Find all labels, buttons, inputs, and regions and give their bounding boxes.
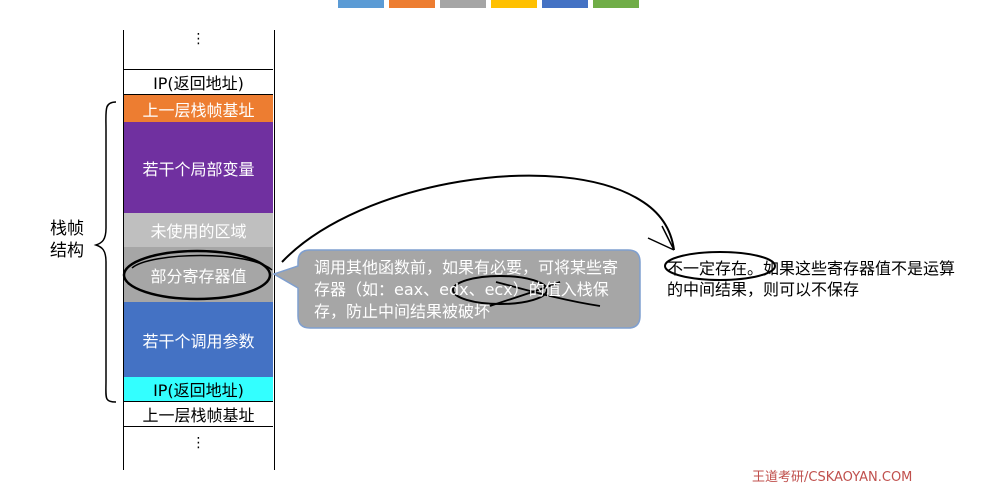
color-strip-segment-1 <box>338 0 384 8</box>
color-strip-segment-4 <box>491 0 537 8</box>
stack-cell-local-variables: 若干个局部变量 <box>124 122 273 213</box>
color-strip-segment-6 <box>593 0 639 8</box>
stack-cell-call-arguments: 若干个调用参数 <box>124 302 273 377</box>
watermark: 王道考研/CSKAOYAN.COM <box>752 470 913 485</box>
hand-circle-registers <box>122 249 272 301</box>
color-strip-segment-5 <box>542 0 588 8</box>
hand-circle-eax <box>452 275 548 305</box>
hand-circle-note <box>664 251 776 281</box>
color-strip-segment-3 <box>440 0 486 8</box>
note-text: 不一定存在。如果这些寄存器值不是运算的中间结果，则可以不保存 <box>667 258 967 300</box>
stack-cell-return-address: IP(返回地址) <box>124 377 273 401</box>
curly-brace <box>93 101 117 403</box>
hand-arrow-arc <box>281 174 675 263</box>
hand-circle-registers-stroke <box>131 254 273 271</box>
slide-color-strip <box>338 0 644 9</box>
hand-scribble-cross-2 <box>489 281 561 307</box>
annotation-layer <box>93 101 776 403</box>
color-strip-segment-2 <box>389 0 435 8</box>
stack-cell-prev-frame-base-bottom: 上一层栈帧基址 <box>124 401 273 427</box>
callout-text: 调用其他函数前，如果有必要，可将某些寄存器（如：eax、edx、ecx）的值入栈… <box>314 257 632 323</box>
stack-frame-label: 栈帧 结构 <box>50 218 92 262</box>
stack-cell-prev-frame-base: 上一层栈帧基址 <box>124 95 273 122</box>
hand-scribble-cross <box>495 281 601 307</box>
note-text-content: 不一定存在。如果这些寄存器值不是运算的中间结果，则可以不保存 <box>667 259 956 299</box>
callout-bubble <box>272 249 641 329</box>
stack-cell-unused-area: 未使用的区域 <box>124 213 273 247</box>
stack-cell-return-address-top: IP(返回地址) <box>124 69 273 95</box>
stack-column <box>123 30 275 470</box>
callout-text-content: 调用其他函数前，如果有必要，可将某些寄存器（如：eax、edx、ecx）的值入栈… <box>314 258 619 321</box>
hand-arrow-head <box>647 225 675 251</box>
stack-frame-label-text: 栈帧 结构 <box>50 219 84 261</box>
